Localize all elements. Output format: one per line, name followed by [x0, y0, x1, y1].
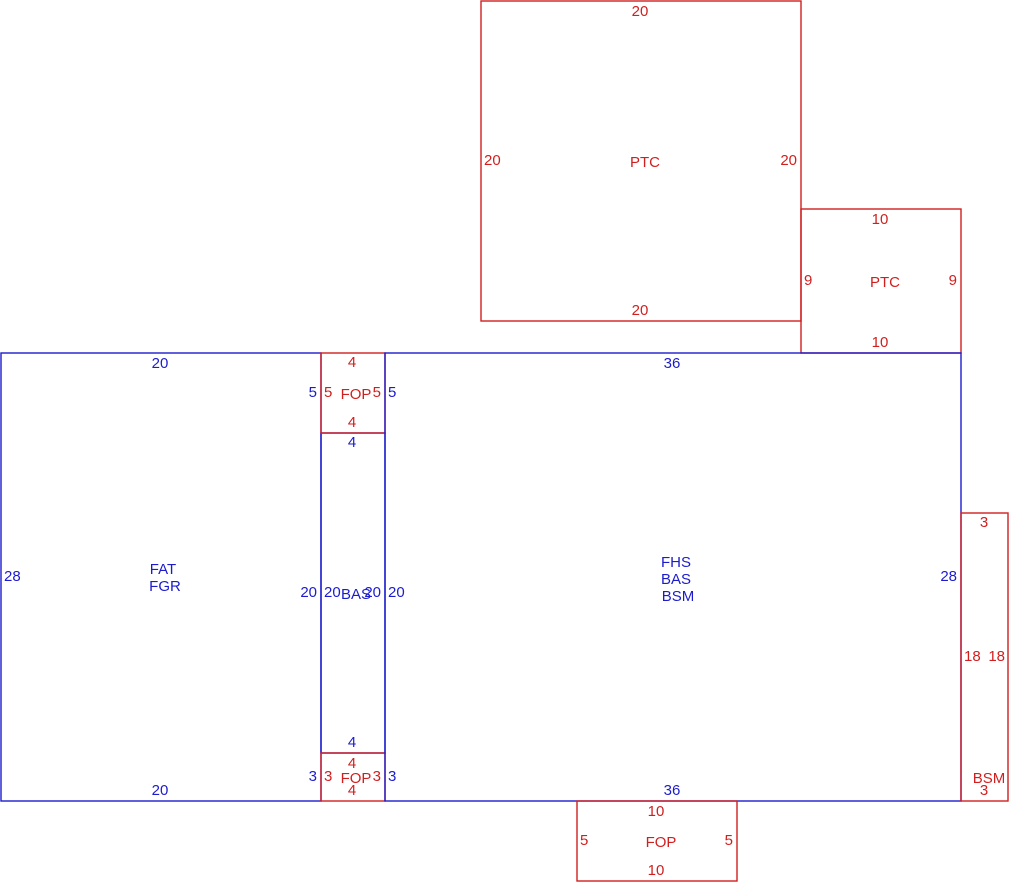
area-fop-bottom-right-dim: 5: [725, 832, 733, 849]
area-fop-top-right-dim: 5: [373, 384, 381, 401]
area-bas-narrow-name: BAS: [341, 586, 371, 603]
area-fop-top-name: FOP: [341, 386, 372, 403]
area-bsm-side-bottom-dim: 3: [980, 782, 988, 799]
area-fop-bottom-top-dim: 10: [648, 803, 665, 820]
area-fhs-bas-bsm-left-dim: 20: [388, 584, 405, 601]
area-fop-top-left-dim: 5: [324, 384, 332, 401]
area-fat-fgr-name-line1: FAT: [150, 561, 176, 578]
area-bsm-side-outline: [960, 512, 1009, 802]
area-fop-bottom-left-dim: 5: [580, 832, 588, 849]
area-bas-narrow[interactable]: BAS 4 4 20 20: [320, 432, 386, 754]
area-bsm-side-top-dim: 3: [980, 514, 988, 531]
area-fat-fgr-bottom-dim: 20: [152, 782, 169, 799]
area-fat-fgr-left-dim: 28: [4, 568, 21, 585]
area-bsm-side-left-dim: 18: [964, 648, 981, 665]
area-ptc-small-right-dim: 9: [949, 272, 957, 289]
area-ptc-large-top-dim: 20: [632, 3, 649, 20]
area-fat-fgr-right-dim: 20: [300, 584, 317, 601]
area-fop-bottom-small-left-dim: 3: [324, 768, 332, 785]
area-fop-bottom[interactable]: FOP 10 10 5 5: [576, 800, 738, 882]
area-ptc-large[interactable]: PTC 20 20 20 20: [480, 0, 802, 322]
area-fop-bottom-small-bottom-dim: 4: [348, 782, 356, 799]
area-fop-bottom-small-name: FOP: [341, 770, 372, 787]
area-fat-fgr-top-dim: 20: [152, 355, 169, 372]
area-fop-bottom-name: FOP: [646, 834, 677, 851]
area-fhs-bas-bsm-name-line3: BSM: [662, 588, 695, 605]
blue-dim-left-bottom: 3: [309, 768, 317, 785]
area-ptc-large-right-dim: 20: [780, 152, 797, 169]
area-bsm-side[interactable]: BSM 3 3 18 18: [960, 512, 1009, 802]
area-fat-fgr-name-line2: FGR: [149, 578, 181, 595]
area-ptc-large-bottom-dim: 20: [632, 302, 649, 319]
blue-dim-right-top: 5: [388, 384, 396, 401]
area-fop-bottom-bottom-dim: 10: [648, 862, 665, 879]
area-fhs-bas-bsm-name-line2: BAS: [661, 571, 691, 588]
area-ptc-large-name: PTC: [630, 154, 660, 171]
area-ptc-large-left-dim: 20: [484, 152, 501, 169]
area-bas-narrow-left-dim: 20: [324, 584, 341, 601]
area-ptc-small-top-dim: 10: [872, 211, 889, 228]
area-fat-fgr[interactable]: FAT FGR 20 20 28 20: [0, 352, 322, 802]
blue-dim-left-top: 5: [309, 384, 317, 401]
area-ptc-small-left-dim: 9: [804, 272, 812, 289]
area-fop-bottom-small[interactable]: FOP 4 4 3 3: [320, 752, 386, 802]
area-bas-narrow-bottom-dim: 4: [348, 734, 356, 751]
blue-dim-right-bottom: 3: [388, 768, 396, 785]
area-bsm-side-right-dim: 18: [988, 648, 1005, 665]
area-fop-top-top-dim: 4: [348, 354, 356, 371]
area-fop-bottom-outline: [576, 800, 738, 882]
area-fop-bottom-small-top-dim: 4: [348, 755, 356, 772]
area-bsm-side-name: BSM: [973, 770, 1006, 787]
area-fhs-bas-bsm-top-dim: 36: [664, 355, 681, 372]
area-bas-narrow-top-dim: 4: [348, 434, 356, 451]
area-fop-top[interactable]: FOP 4 4 5 5: [320, 352, 386, 434]
area-fhs-bas-bsm-right-dim: 28: [940, 568, 957, 585]
area-fop-top-bottom-dim: 4: [348, 414, 356, 431]
area-fhs-bas-bsm-name-line1: FHS: [661, 554, 691, 571]
area-ptc-large-outline: [480, 0, 802, 322]
area-fhs-bas-bsm[interactable]: FHS BAS BSM 36 36 20 28: [384, 352, 962, 802]
area-ptc-small-bottom-dim: 10: [872, 334, 889, 351]
blue-side-dimensions: 5 3 5 3: [309, 384, 397, 785]
area-ptc-small-name: PTC: [870, 274, 900, 291]
area-fhs-bas-bsm-bottom-dim: 36: [664, 782, 681, 799]
area-bas-narrow-right-dim: 20: [364, 584, 381, 601]
area-fop-bottom-small-right-dim: 3: [373, 768, 381, 785]
area-ptc-small[interactable]: PTC 10 10 9 9: [800, 208, 962, 354]
